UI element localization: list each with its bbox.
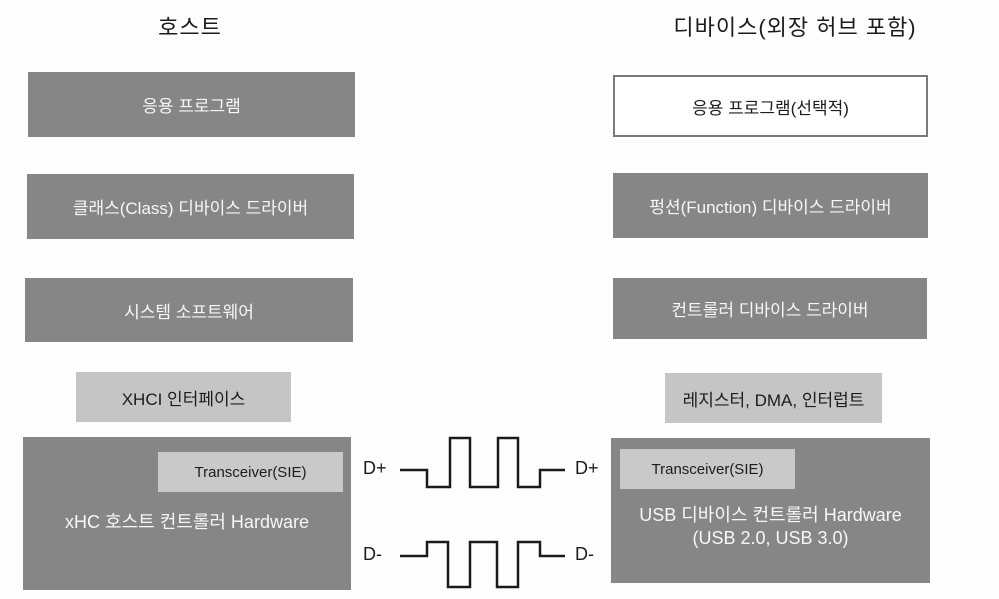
d-plus-left-label: D+ (363, 458, 387, 478)
device-function-device-driver-box: 펑션(Function) 디바이스 드라이버 (613, 173, 928, 238)
d-plus-waveform (400, 436, 565, 489)
device-transceiver-sie-box: Transceiver(SIE) (620, 449, 795, 489)
host-class-device-driver-box: 클래스(Class) 디바이스 드라이버 (27, 174, 354, 239)
device-controller-hardware-box: Transceiver(SIE) USB 디바이스 컨트롤러 Hardware … (611, 438, 930, 583)
host-application-box: 응용 프로그램 (28, 72, 355, 137)
host-system-software-box: 시스템 소프트웨어 (25, 278, 353, 342)
device-controller-device-driver-box: 컨트롤러 디바이스 드라이버 (613, 278, 927, 339)
host-controller-hardware-box: Transceiver(SIE) xHC 호스트 컨트롤러 Hardware (23, 437, 351, 590)
device-controller-hardware-line2: (USB 2.0, USB 3.0) (692, 528, 849, 548)
device-controller-hardware-line1: USB 디바이스 컨트롤러 Hardware (639, 505, 902, 525)
host-column-title: 호스트 (158, 15, 222, 40)
device-column-title: 디바이스(외장 허브 포함) (673, 15, 917, 40)
d-plus-right-label: D+ (575, 458, 599, 478)
d-minus-right-label: D- (575, 544, 594, 564)
host-xhci-interface-box: XHCI 인터페이스 (76, 372, 291, 422)
device-controller-hardware-label: USB 디바이스 컨트롤러 Hardware (USB 2.0, USB 3.0… (611, 504, 930, 550)
differential-signal-waveform (400, 436, 565, 589)
device-register-dma-interrupt-box: 레지스터, DMA, 인터럽트 (665, 373, 882, 423)
host-transceiver-sie-box: Transceiver(SIE) (158, 452, 343, 492)
device-application-optional-box: 응용 프로그램(선택적) (613, 75, 928, 137)
d-minus-left-label: D- (363, 544, 382, 564)
host-controller-hardware-label: xHC 호스트 컨트롤러 Hardware (65, 512, 309, 532)
d-minus-waveform (400, 540, 565, 589)
